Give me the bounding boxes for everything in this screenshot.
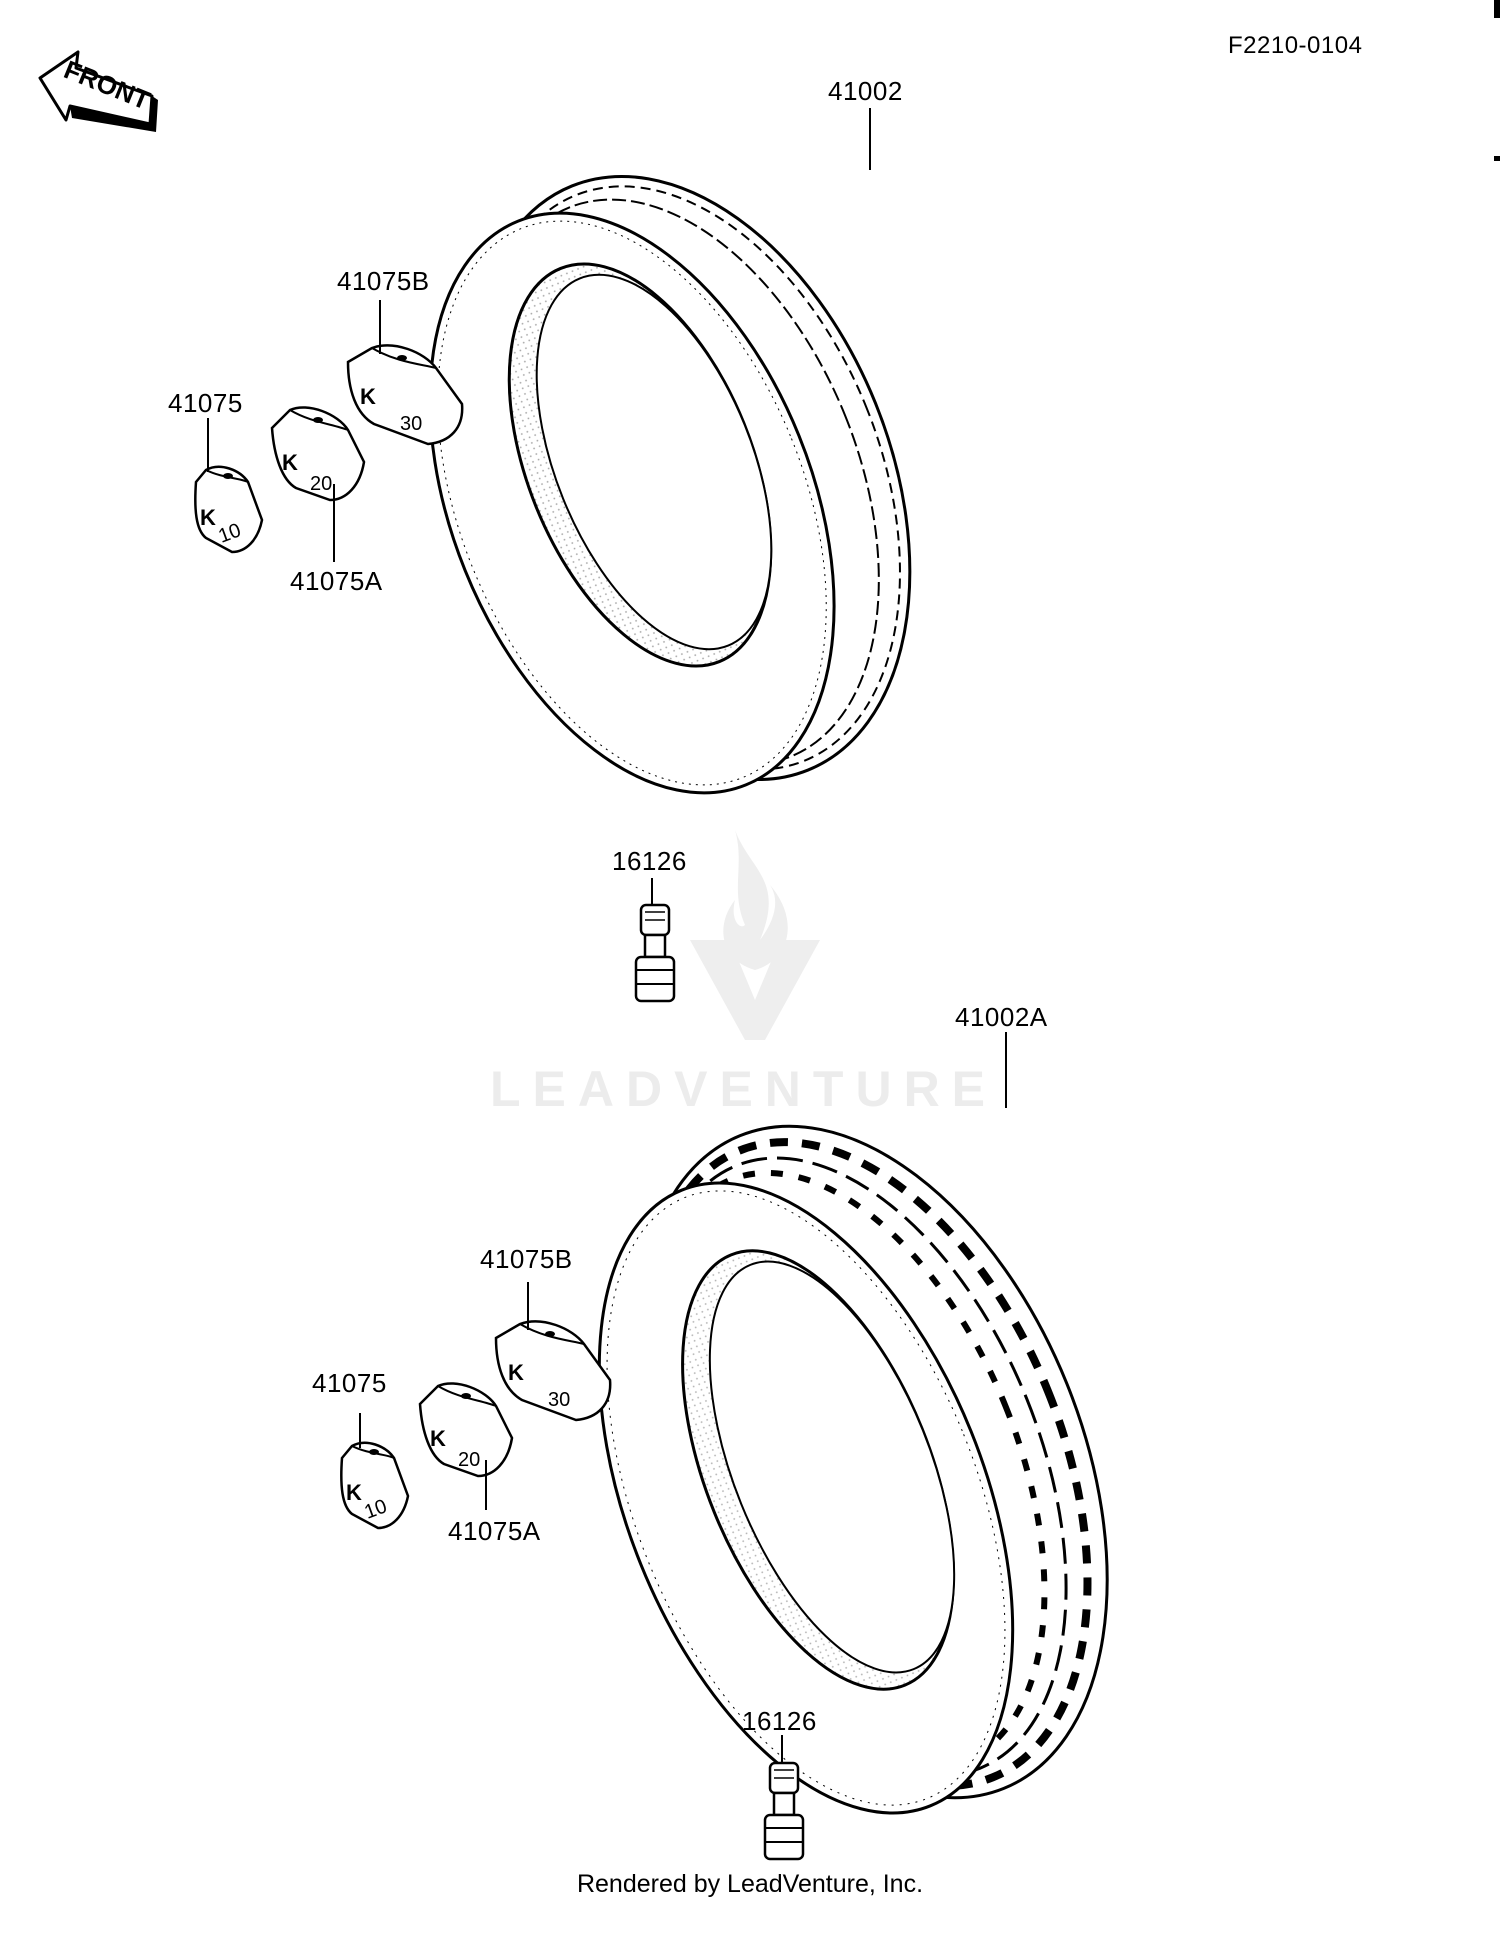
weight-30-lower-icon: K 30 xyxy=(494,1320,612,1422)
weight-value: 20 xyxy=(458,1449,480,1471)
front-arrow-icon: FRONT xyxy=(38,50,158,132)
weight-30-upper-icon: K 30 xyxy=(346,344,464,446)
leader-lines xyxy=(207,108,1007,1763)
label-16126-lower: 16126 xyxy=(742,1706,817,1736)
edge-mark-top xyxy=(1494,0,1500,18)
valve-lower-icon xyxy=(763,1761,805,1861)
label-41002A: 41002A xyxy=(955,1002,1048,1032)
label-41075-upper: 41075 xyxy=(168,388,243,418)
label-41002: 41002 xyxy=(828,76,903,106)
tire-front xyxy=(428,174,912,795)
weight-logo: K xyxy=(508,1360,524,1385)
weight-logo: K xyxy=(360,384,376,409)
weight-logo: K xyxy=(430,1426,446,1451)
watermark: LEADVENTURE xyxy=(490,1061,998,1117)
label-41075A-lower: 41075A xyxy=(448,1516,541,1546)
valve-upper-icon xyxy=(634,903,676,1003)
watermark-logo xyxy=(690,830,820,1040)
diagram-code: F2210-0104 xyxy=(1228,32,1363,59)
footer-credit: Rendered by LeadVenture, Inc. xyxy=(576,1870,924,1898)
label-16126-upper: 16126 xyxy=(612,846,687,876)
weight-value: 20 xyxy=(310,473,332,495)
label-41075A-upper: 41075A xyxy=(290,566,383,596)
edge-mark-mid xyxy=(1494,156,1500,161)
weight-logo: K xyxy=(346,1480,362,1505)
weight-10-upper-icon: K 10 xyxy=(194,465,264,554)
weight-value: 30 xyxy=(400,413,422,435)
label-41075B-upper: 41075B xyxy=(337,266,430,296)
weight-20-upper-icon: K 20 xyxy=(270,406,366,502)
label-41075B-lower: 41075B xyxy=(480,1244,573,1274)
weight-logo: K xyxy=(200,505,216,530)
weight-value: 30 xyxy=(548,1389,570,1411)
tire-rear xyxy=(597,1124,1109,1815)
weight-logo: K xyxy=(282,450,298,475)
weight-20-lower-icon: K 20 xyxy=(418,1382,514,1478)
weight-10-lower-icon: K 10 xyxy=(340,1441,410,1530)
label-41075-lower: 41075 xyxy=(312,1368,387,1398)
